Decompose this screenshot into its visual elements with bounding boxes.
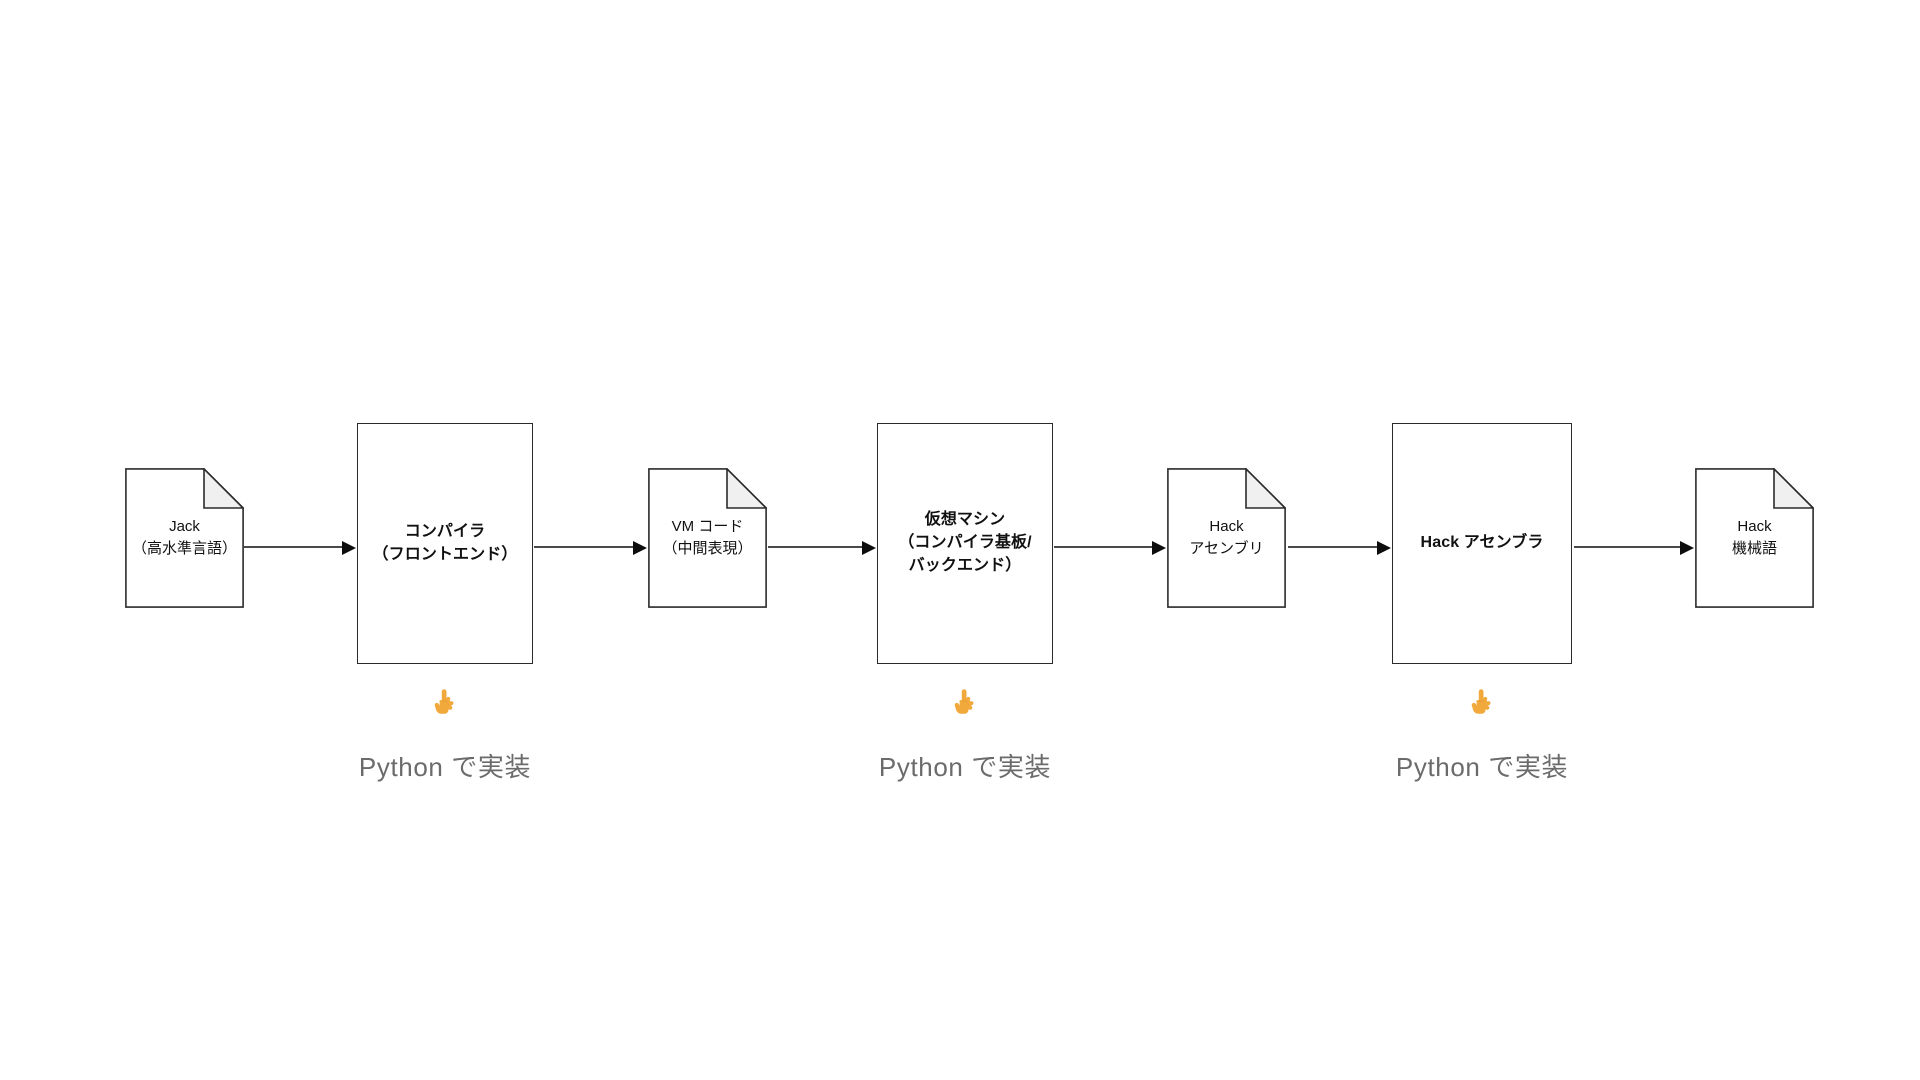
document-shape-icon bbox=[1167, 468, 1286, 608]
index-pointing-up-emoji bbox=[948, 685, 982, 719]
arrow-shaft bbox=[1054, 546, 1153, 549]
node-label-hack-machine-code: Hack 機械語 bbox=[1731, 518, 1777, 557]
arrow-head-icon bbox=[1377, 540, 1391, 555]
node-label-jack-source: Jack （高水準言語） bbox=[131, 518, 237, 557]
arrow-shaft bbox=[534, 546, 634, 549]
node-vm-code[interactable]: VM コード （中間表現） bbox=[648, 468, 767, 608]
node-hack-assembly[interactable]: Hack アセンブリ bbox=[1167, 468, 1286, 608]
annotation-caption: Python で実装 bbox=[1395, 752, 1569, 782]
annotation-vm: Python で実装 bbox=[805, 685, 1125, 784]
arrow-shaft bbox=[1288, 546, 1378, 549]
node-label-vm-code: VM コード （中間表現） bbox=[662, 518, 753, 557]
arrow-shaft bbox=[768, 546, 863, 549]
arrow-head-icon bbox=[1680, 540, 1694, 555]
node-jack-source[interactable]: Jack （高水準言語） bbox=[125, 468, 244, 608]
arrow-head-icon bbox=[1152, 540, 1166, 555]
document-shape-icon bbox=[648, 468, 767, 608]
annotation-caption: Python で実装 bbox=[878, 752, 1052, 782]
annotation-caption: Python で実装 bbox=[358, 752, 532, 782]
node-label-compiler-frontend: コンパイラ （フロントエンド） bbox=[372, 522, 518, 563]
arrow-head-icon bbox=[633, 540, 647, 555]
arrow-head-icon bbox=[862, 540, 876, 555]
flow-arrow-virtual-machine-to-hack-assembly bbox=[1054, 540, 1166, 555]
flow-arrow-compiler-frontend-to-vm-code bbox=[534, 540, 647, 555]
arrow-head-icon bbox=[342, 540, 356, 555]
node-hack-assembler[interactable]: Hack アセンブラ bbox=[1392, 423, 1572, 664]
flow-arrow-hack-assembler-to-hack-machine-code bbox=[1574, 540, 1694, 555]
index-pointing-up-emoji bbox=[1465, 685, 1499, 719]
document-shape-icon bbox=[125, 468, 244, 608]
node-compiler-frontend[interactable]: コンパイラ （フロントエンド） bbox=[357, 423, 533, 664]
arrow-shaft bbox=[244, 546, 343, 549]
flow-arrow-vm-code-to-virtual-machine bbox=[768, 540, 876, 555]
node-virtual-machine[interactable]: 仮想マシン （コンパイラ基板/ バックエンド） bbox=[877, 423, 1053, 664]
document-shape-icon bbox=[1695, 468, 1814, 608]
node-hack-machine-code[interactable]: Hack 機械語 bbox=[1695, 468, 1814, 608]
node-label-virtual-machine: 仮想マシン （コンパイラ基板/ バックエンド） bbox=[898, 511, 1032, 574]
arrow-shaft bbox=[1574, 546, 1681, 549]
flow-arrow-hack-assembly-to-hack-assembler bbox=[1288, 540, 1391, 555]
node-label-hack-assembler: Hack アセンブラ bbox=[1420, 534, 1544, 552]
annotation-compiler: Python で実装 bbox=[285, 685, 605, 784]
index-pointing-up-emoji bbox=[428, 685, 462, 719]
annotation-assembler: Python で実装 bbox=[1322, 685, 1642, 784]
flow-arrow-jack-source-to-compiler-frontend bbox=[244, 540, 356, 555]
node-label-hack-assembly: Hack アセンブリ bbox=[1189, 518, 1264, 557]
